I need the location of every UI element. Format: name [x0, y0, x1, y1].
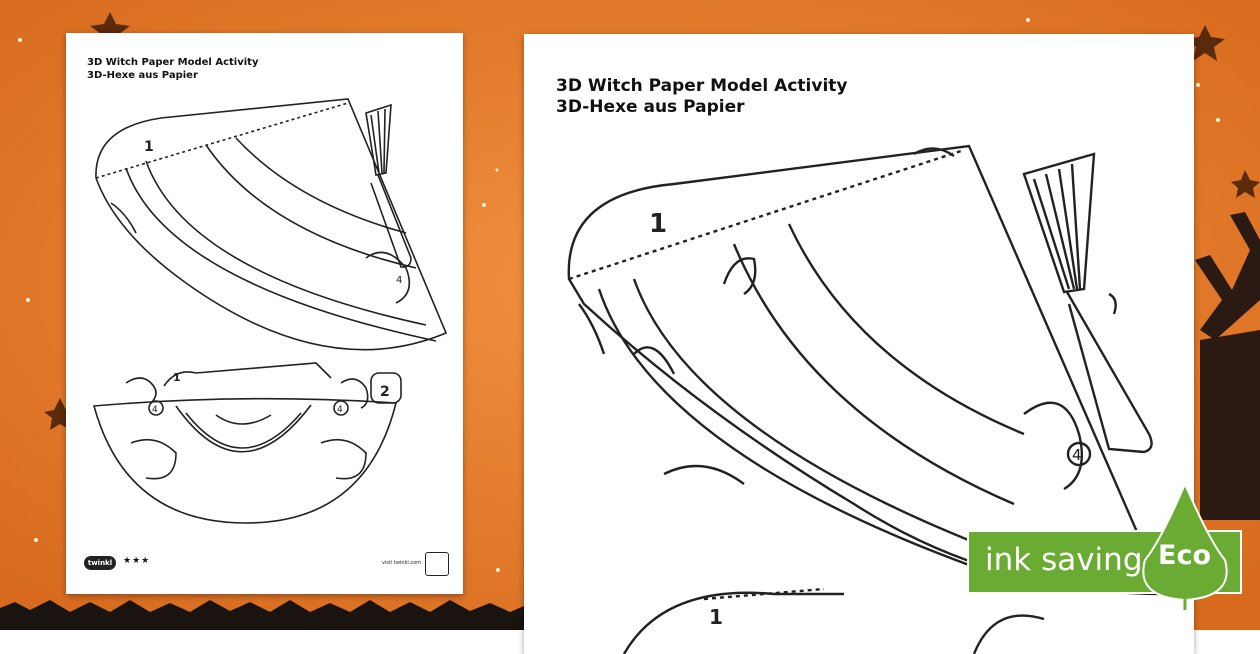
- eco-label: Eco: [1158, 540, 1211, 571]
- grass-silhouette: [0, 600, 524, 630]
- eco-banner-text: ink saving: [985, 542, 1143, 578]
- piece-label: 1: [709, 605, 723, 629]
- witch-model-drawing: 1 4 1 2 4 4: [92, 98, 448, 524]
- hat-brim-drawing: [92, 397, 398, 524]
- footer-badge-icon: [425, 552, 449, 576]
- piece-label: 1: [173, 371, 181, 384]
- background-stars: [18, 18, 1220, 572]
- tree-silhouette: [1195, 212, 1260, 520]
- worksheet-preview-small[interactable]: 3D Witch Paper Model Activity 3D-Hexe au…: [66, 33, 463, 594]
- worksheet-title-de: 3D-Hexe aus Papier: [556, 97, 745, 117]
- piece-label: 4: [152, 405, 158, 415]
- piece-label: 4: [337, 405, 343, 415]
- worksheet-title-en: 3D Witch Paper Model Activity: [87, 57, 259, 68]
- difficulty-stars: ★★★: [123, 556, 151, 566]
- footer-url: visit twinkl.com: [382, 560, 422, 566]
- worksheet-title-de: 3D-Hexe aus Papier: [87, 70, 198, 81]
- hat-cone-outline: [95, 98, 448, 351]
- leaf-drop-icon: [1142, 482, 1228, 610]
- piece-label: 1: [649, 209, 667, 239]
- piece-label: 4: [1072, 446, 1082, 464]
- broom-drawing: [365, 103, 392, 176]
- piece-label: 2: [380, 384, 390, 400]
- worksheet-title-en: 3D Witch Paper Model Activity: [556, 76, 848, 96]
- broom-drawing: [1022, 152, 1096, 294]
- piece-label: 4: [396, 275, 402, 286]
- twinkl-logo: twinkl: [84, 556, 116, 570]
- piece-label: 1: [144, 139, 154, 155]
